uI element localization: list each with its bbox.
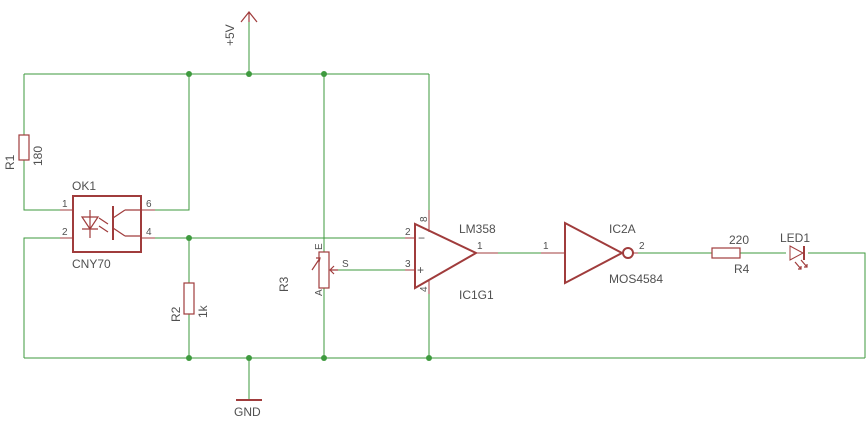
junctions bbox=[186, 71, 432, 361]
ic1-name: IC1G1 bbox=[459, 288, 494, 302]
junction-dot bbox=[246, 71, 252, 77]
r3-name: R3 bbox=[277, 276, 291, 292]
led1-name: LED1 bbox=[780, 231, 810, 245]
inverter-bubble-icon bbox=[622, 247, 634, 259]
potentiometer-r3-body bbox=[318, 251, 330, 289]
wiper-arrow-icon bbox=[329, 265, 338, 275]
ground-label: GND bbox=[234, 405, 261, 419]
ok1-led-icon bbox=[80, 210, 100, 238]
ic1-pin4: 4 bbox=[419, 286, 430, 292]
supply-5v: +5V bbox=[223, 11, 258, 46]
r1-value: 180 bbox=[31, 146, 45, 166]
opamp-triangle bbox=[414, 222, 479, 290]
junction-dot bbox=[321, 71, 327, 77]
ic1-plus: + bbox=[417, 263, 424, 277]
r3-pin-s: S bbox=[342, 259, 349, 270]
ic1-pin1: 1 bbox=[477, 241, 483, 252]
ic1-minus: − bbox=[418, 231, 425, 245]
junction-dot bbox=[246, 355, 252, 361]
junction-dot bbox=[186, 355, 192, 361]
opamp-ic1: − + 2 3 1 8 4 LM358 IC1G1 bbox=[405, 210, 498, 302]
r3-pin-e: E bbox=[314, 243, 325, 250]
ic1-pin3: 3 bbox=[405, 259, 411, 270]
resistor-r2-body bbox=[183, 282, 195, 315]
ok1-pin4: 4 bbox=[146, 227, 152, 238]
ic1-value: LM358 bbox=[459, 222, 496, 236]
ic1-pin2: 2 bbox=[405, 227, 411, 238]
wires bbox=[23, 22, 866, 400]
ok1-transistor-leads bbox=[112, 209, 141, 237]
junction-dot bbox=[186, 235, 192, 241]
resistor-r2: R2 1k bbox=[169, 282, 210, 322]
led-emission-arrows-icon bbox=[794, 259, 808, 270]
resistor-r4: 220 R4 bbox=[711, 233, 750, 276]
ok1-pin6: 6 bbox=[146, 199, 152, 210]
r3-pin-a: A bbox=[314, 289, 325, 296]
resistor-r1: R1 180 bbox=[3, 134, 45, 170]
trim-arrow-icon bbox=[311, 257, 321, 271]
ic1-pin-leads bbox=[405, 210, 498, 294]
r1-name: R1 bbox=[3, 154, 17, 170]
r2-value: 1k bbox=[196, 304, 210, 318]
wire-r1-bottom bbox=[23, 160, 60, 211]
junction-dot bbox=[321, 355, 327, 361]
arrow-up-icon bbox=[240, 11, 258, 23]
junction-dot bbox=[426, 355, 432, 361]
ok1-pin1: 1 bbox=[62, 199, 68, 210]
wire-led-gnd bbox=[808, 252, 866, 358]
ok1-light-arrows-icon bbox=[98, 217, 109, 233]
ic2-pin2: 2 bbox=[639, 241, 645, 252]
wire-ok1-pin6 bbox=[155, 74, 190, 211]
resistor-r4-body bbox=[711, 247, 741, 259]
led-diode-icon bbox=[789, 245, 805, 261]
ic2-pin1: 1 bbox=[543, 241, 549, 252]
led-led1: LED1 bbox=[780, 231, 810, 270]
ic1-pin8: 8 bbox=[419, 216, 430, 222]
supply-label: +5V bbox=[223, 24, 237, 46]
r4-name: R4 bbox=[734, 262, 750, 276]
junction-dot bbox=[186, 71, 192, 77]
resistor-r1-body bbox=[18, 134, 30, 161]
optocoupler-ok1: 1 2 6 4 OK1 CNY70 bbox=[60, 179, 155, 271]
potentiometer-r3: E A S R3 bbox=[277, 243, 349, 296]
ok1-name: OK1 bbox=[72, 179, 96, 193]
ok1-pin2: 2 bbox=[62, 227, 68, 238]
ok1-body bbox=[72, 195, 142, 253]
ok1-value: CNY70 bbox=[72, 257, 111, 271]
ground-symbol: GND bbox=[234, 399, 262, 419]
r4-value: 220 bbox=[729, 233, 749, 247]
ic2-name: IC2A bbox=[609, 222, 636, 236]
ic2-value: MOS4584 bbox=[609, 272, 663, 286]
r2-name: R2 bbox=[169, 306, 183, 322]
wire-ok1-pin2 bbox=[23, 237, 60, 358]
ok1-pin-leads bbox=[60, 209, 155, 239]
inverter-ic2a: 1 2 IC2A MOS4584 bbox=[541, 221, 663, 286]
